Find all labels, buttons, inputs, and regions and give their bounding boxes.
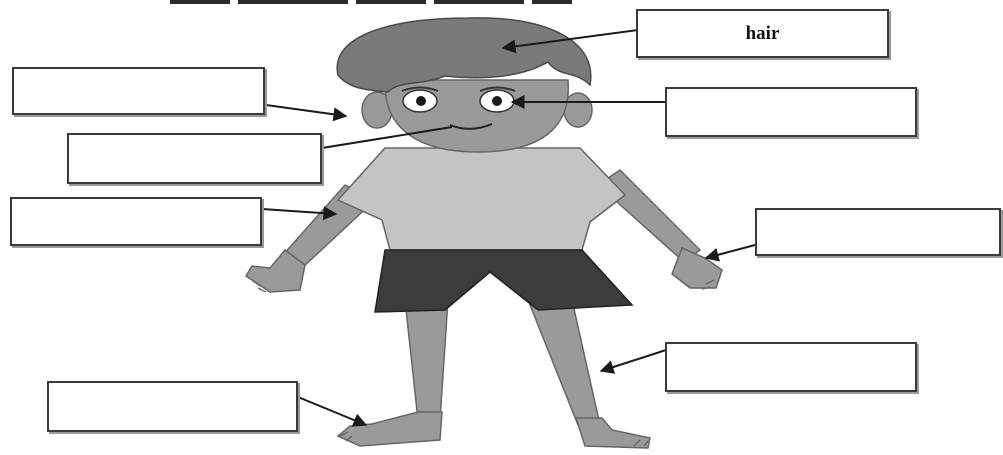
arrow-hand [704,244,756,262]
eyes [401,86,516,113]
label-box-leg[interactable] [665,342,917,392]
arrow-hair [501,29,639,54]
feet [336,411,651,449]
label-box-eye[interactable] [665,87,917,137]
cropped-title [170,0,610,4]
hair-shape [336,17,592,93]
arrow-arm [261,206,338,221]
arrow-ear [265,104,348,122]
label-box-arm[interactable] [10,197,262,246]
label-box-mouth[interactable] [67,133,322,184]
mouth-line [449,123,493,130]
arrow-foot [297,396,368,427]
arrow-leg [599,349,667,374]
hands [244,247,723,293]
label-box-foot[interactable] [47,381,298,432]
arrow-mouth [321,126,453,149]
label-box-ear[interactable] [12,67,265,115]
shorts [374,249,634,313]
label-box-hand[interactable] [755,208,1001,256]
shirt [336,147,627,251]
label-text-hair: hair [745,22,780,44]
label-box-hair[interactable]: hair [636,9,889,58]
legs [404,299,601,426]
pointer-arrows [261,29,756,427]
